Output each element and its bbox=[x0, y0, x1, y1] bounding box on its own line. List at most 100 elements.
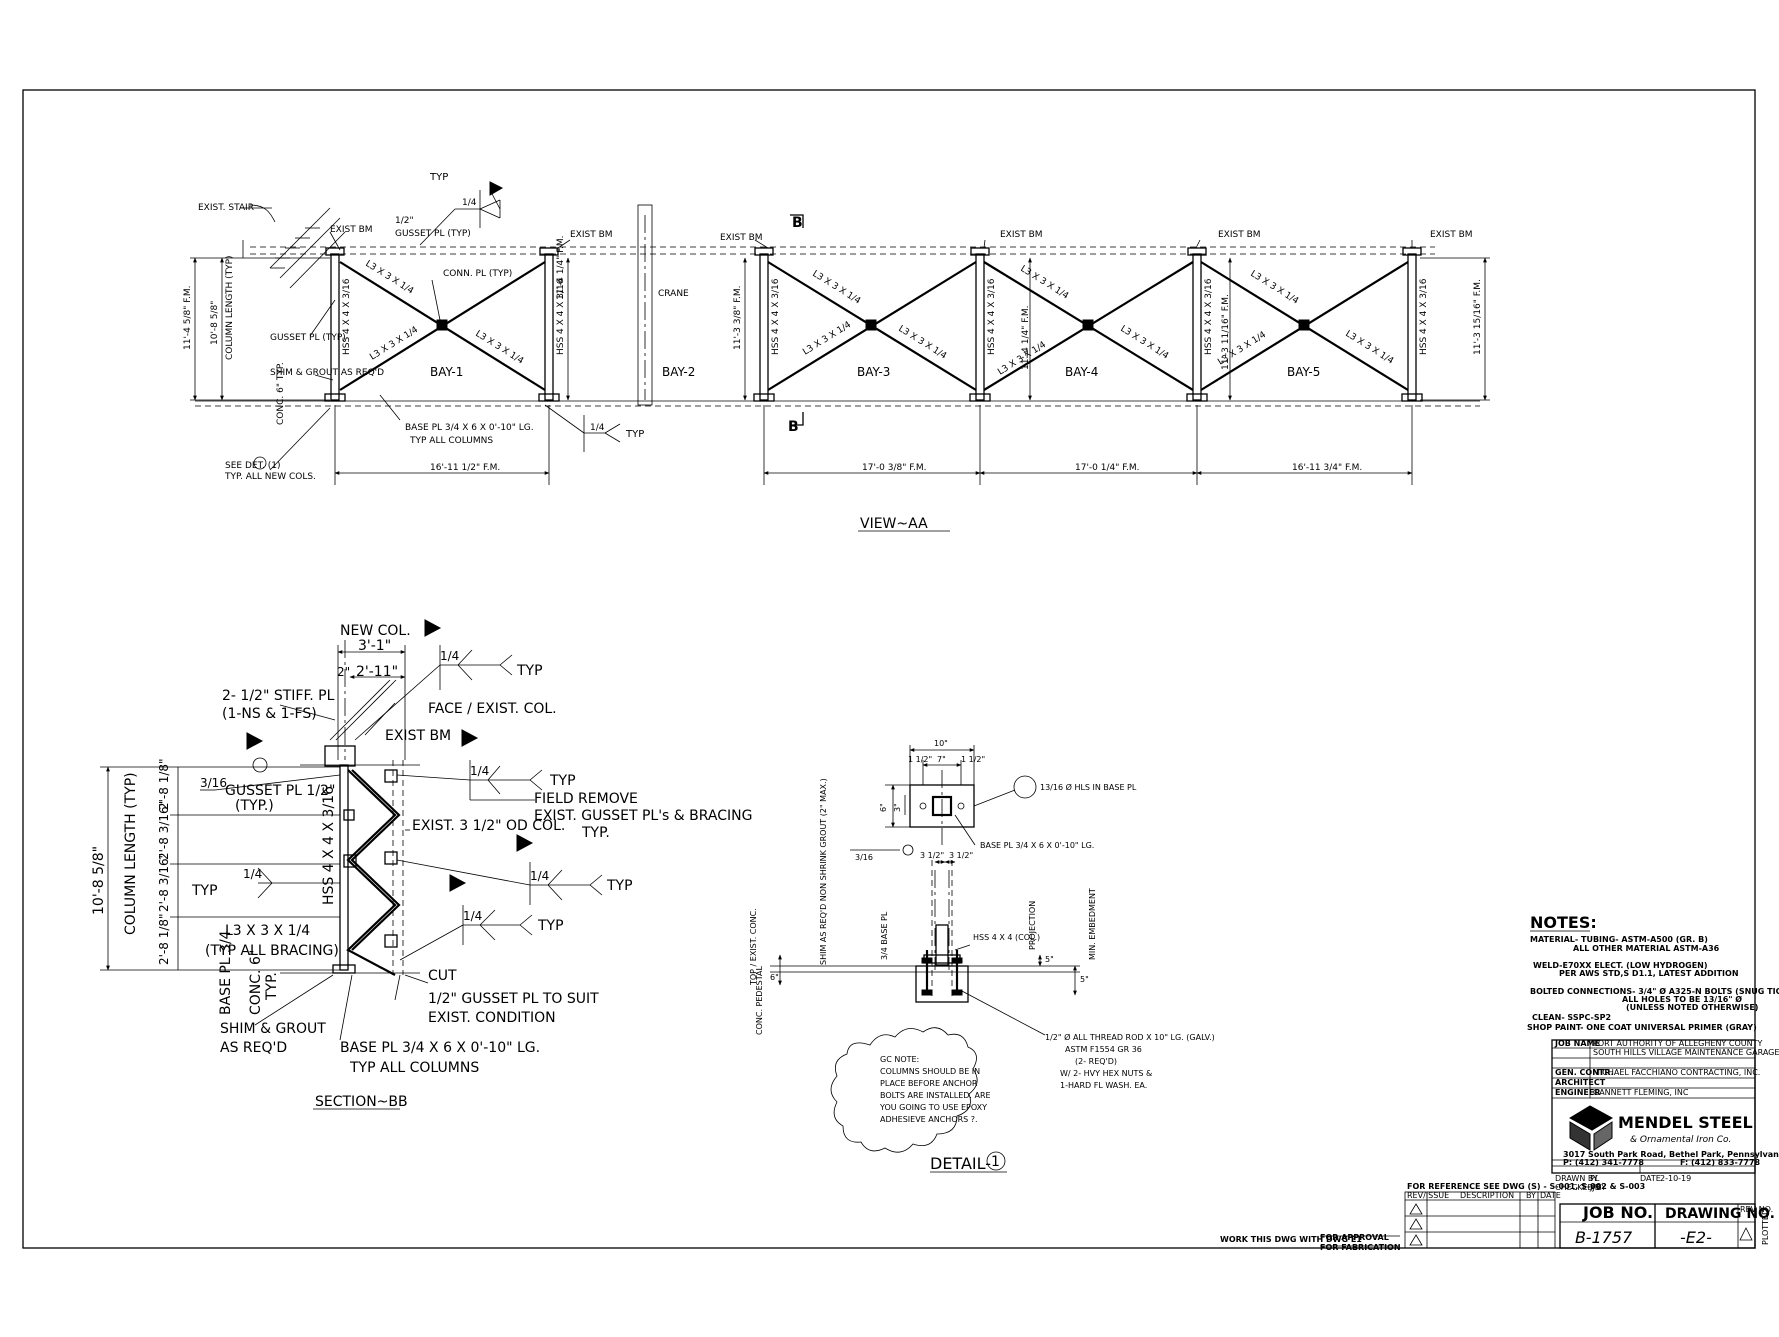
tb-plotted: PLOTTED bbox=[1761, 1209, 1770, 1245]
aa-dim-d3: 17'-0 1/4" F.M. bbox=[1075, 463, 1139, 473]
bb-typ-4: TYP bbox=[537, 918, 564, 934]
bb-typ-3: TYP bbox=[606, 878, 633, 894]
aa-weld-frac-top: 1/4 bbox=[462, 198, 477, 208]
detail-pedestal bbox=[915, 965, 969, 1003]
d1-base-pl: BASE PL 3/4 X 6 X 0'-10" LG. bbox=[980, 841, 1094, 850]
d1-dim-5a: 5" bbox=[1045, 955, 1054, 964]
columns bbox=[330, 253, 1417, 401]
aa-exist-bm-1: EXIST BM bbox=[330, 225, 373, 235]
tb-date-label: DATE bbox=[1640, 1174, 1661, 1183]
aa-gusset-pl-left: GUSSET PL (TYP) bbox=[270, 333, 346, 343]
tb-drawn-by-label: DRAWN BY bbox=[1555, 1174, 1598, 1183]
bb-frac-1: 1/4 bbox=[440, 649, 459, 663]
gc-note-cloud bbox=[830, 1027, 978, 1153]
tb-rev-label: REV NO. bbox=[1740, 1205, 1773, 1214]
d1-dim-6b: 6" bbox=[770, 973, 779, 982]
notes-line-5: ALL HOLES TO BE 13/16" Ø bbox=[1622, 994, 1742, 1004]
aa-typ-all-cols: TYP ALL COLUMNS bbox=[409, 436, 493, 446]
tb-checked: JJB bbox=[1589, 1183, 1600, 1192]
tb-phone: P: (412) 341-7778 bbox=[1563, 1158, 1644, 1167]
d1-hls: 13/16 Ø HLS IN BASE PL bbox=[1040, 782, 1137, 792]
bb-hss: HSS 4 X 4 X 3/16 bbox=[321, 786, 337, 905]
bb-col-length: COLUMN LENGTH (TYP) bbox=[123, 772, 139, 935]
aa-col-label-1: HSS 4 X 4 X 3/16 bbox=[342, 278, 352, 355]
bb-typ-5: TYP bbox=[191, 883, 218, 899]
bb-stiff-sub: (1-NS & 1-FS) bbox=[222, 706, 317, 722]
d1-gc-note-2: PLACE BEFORE ANCHOR bbox=[880, 1079, 978, 1088]
d1-top-exist: TOP / EXIST. CONC. bbox=[749, 908, 758, 986]
bb-shim-grout: SHIM & GROUT bbox=[220, 1021, 326, 1037]
d1-dim-10: 10" bbox=[934, 739, 948, 748]
d1-gc-note-5: ADHESIEVE ANCHORS ?. bbox=[880, 1115, 978, 1124]
aa-gusset-typ: GUSSET PL (TYP) bbox=[395, 229, 471, 239]
notes-heading: NOTES: bbox=[1530, 913, 1597, 932]
aa-brace-3c: L3 X 3 X 1/4 bbox=[896, 324, 948, 362]
aa-brace-1a: L3 X 3 X 1/4 bbox=[363, 259, 415, 297]
d1-dim-5b: 5" bbox=[1080, 975, 1089, 984]
bb-frac-5: 1/4 bbox=[243, 867, 262, 881]
d1-dim-3-5a: 3 1/2" bbox=[920, 851, 944, 860]
view-aa-title: VIEW~AA bbox=[860, 516, 928, 532]
aa-typ-new-cols: TYP. ALL NEW COLS. bbox=[224, 472, 316, 482]
bb-col-length-dim: 10'-8 5/8" bbox=[91, 846, 107, 915]
bb-dim-inner: 2'-11" bbox=[356, 664, 398, 680]
bb-frac-4: 1/4 bbox=[463, 909, 482, 923]
tb-drawing-no: -E2- bbox=[1680, 1228, 1712, 1247]
aa-col-label-2: HSS 4 X 4 X 3/16 bbox=[556, 278, 566, 355]
aa-dim-h5: 11'-4 1/4" F.M. bbox=[1021, 306, 1031, 370]
notes-line-6: (UNLESS NOTED OTHERWISE) bbox=[1626, 1003, 1758, 1012]
tb-job-no-label: JOB NO. bbox=[1582, 1203, 1653, 1222]
aa-exist-bm-6: EXIST BM bbox=[1430, 230, 1473, 240]
aa-bay-2: BAY-2 bbox=[662, 365, 695, 379]
aa-conn-pl: CONN. PL (TYP) bbox=[443, 269, 512, 279]
bb-gusset-typ: (TYP.) bbox=[235, 798, 274, 814]
tb-company-sub: & Ornamental Iron Co. bbox=[1630, 1135, 1731, 1145]
tb-reference: FOR REFERENCE SEE DWG (S) - S-001, S-002… bbox=[1407, 1182, 1645, 1191]
bb-base-pl-side: BASE PL 3/4 bbox=[218, 930, 234, 1015]
aa-exist-bm-3: EXIST BM bbox=[720, 233, 763, 243]
d1-shim: SHIM AS REQ'D NON SHRINK GROUT (2" MAX.) bbox=[819, 778, 828, 965]
column-plates bbox=[324, 247, 1423, 402]
tb-rev-h2: BY bbox=[1526, 1191, 1536, 1200]
tb-rev-h1: DESCRIPTION bbox=[1460, 1191, 1514, 1200]
aa-brace-1b: L3 X 3 X 1/4 bbox=[368, 325, 420, 363]
bb-conc-6: CONC. 6" bbox=[248, 950, 264, 1015]
aa-exist-bm-5: EXIST BM bbox=[1218, 230, 1261, 240]
bb-typ-2: TYP bbox=[549, 773, 576, 789]
d1-min-embed: MIN. EMBEDMENT bbox=[1088, 888, 1097, 960]
tb-date: 2-10-19 bbox=[1660, 1174, 1691, 1183]
tb-job-no: B-1757 bbox=[1575, 1228, 1633, 1247]
aa-dim-d2: 17'-0 3/8" F.M. bbox=[862, 463, 926, 473]
d1-dim-6: 6" bbox=[879, 803, 888, 812]
bb-dim-c: 2'-8 3/16" bbox=[157, 853, 171, 912]
aa-brace-3a: L3 X 3 X 1/4 bbox=[810, 269, 862, 307]
bb-dim-top: 3'-1" bbox=[358, 638, 391, 654]
bb-as-reqd: AS REQ'D bbox=[220, 1040, 287, 1056]
aa-col-length: COLUMN LENGTH (TYP) bbox=[225, 255, 235, 360]
aa-typ-bottom: TYP bbox=[625, 429, 644, 440]
aa-brace-5a: L3 X 3 X 1/4 bbox=[1248, 269, 1300, 307]
aa-col-label-3: HSS 4 X 4 X 3/16 bbox=[771, 278, 781, 355]
aa-col-label-5: HSS 4 X 4 X 3/16 bbox=[1204, 278, 1214, 355]
d1-dim-3: 3" bbox=[893, 803, 902, 812]
bb-typ-dot: TYP. bbox=[581, 825, 610, 841]
conn-plates bbox=[436, 319, 1310, 331]
d1-gc-note-4: YOU GOING TO USE EPOXY bbox=[879, 1103, 987, 1112]
detail-1-title-num: 1 bbox=[991, 1154, 1000, 1170]
tb-val-1: SOUTH HILLS VILLAGE MAINTENANCE GARAGE bbox=[1593, 1048, 1779, 1057]
aa-bay-5: BAY-5 bbox=[1287, 365, 1320, 379]
bb-field-remove: FIELD REMOVE bbox=[534, 791, 638, 807]
aa-brace-1c: L3 X 3 X 1/4 bbox=[473, 329, 525, 367]
notes-line-4: BOLTED CONNECTIONS- 3/4" Ø A325-N BOLTS … bbox=[1530, 986, 1779, 996]
aa-base-pl: BASE PL 3/4 X 6 X 0'-10" LG. bbox=[405, 423, 534, 433]
tb-address: 3017 South Park Road, Bethel Park, Penns… bbox=[1563, 1150, 1779, 1159]
d1-wash: 1-HARD FL WASH. EA. bbox=[1060, 1081, 1147, 1090]
d1-nuts: W/ 2- HVY HEX NUTS & bbox=[1060, 1069, 1152, 1078]
aa-brace-5c: L3 X 3 X 1/4 bbox=[1343, 329, 1395, 367]
bb-gusset-pl: GUSSET PL 1/2" bbox=[225, 783, 335, 799]
bb-dim-b: 2'-8 3/16" bbox=[157, 801, 171, 860]
aa-crane: CRANE bbox=[658, 289, 689, 299]
d1-req: (2- REQ'D) bbox=[1075, 1057, 1117, 1066]
sheet-border bbox=[22, 89, 1756, 1249]
aa-dim-h1: 11'-4 5/8" F.M. bbox=[183, 286, 193, 350]
